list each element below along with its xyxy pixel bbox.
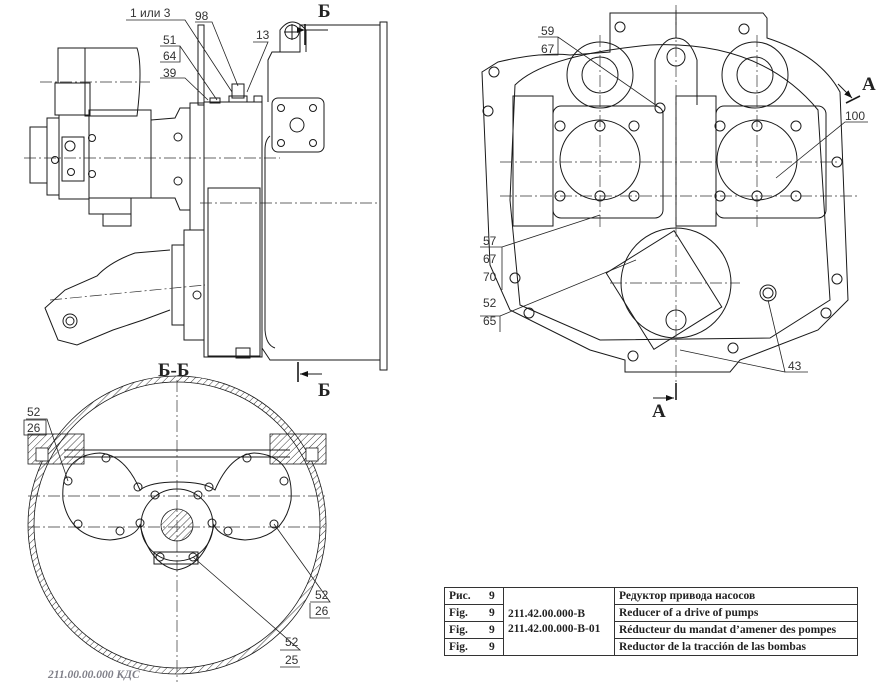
bolt-holes xyxy=(63,453,289,562)
callout-13: 13 xyxy=(256,28,270,42)
section-mark-a-right: А xyxy=(862,74,876,95)
callout-70: 70 xyxy=(483,270,497,284)
legend-fig-number: 9 xyxy=(485,638,504,656)
side-view-callouts: 1 или 3 98 13 51 64 39 Б Б xyxy=(130,1,331,401)
callout-1-or-3: 1 или 3 xyxy=(130,6,171,20)
callout-65: 65 xyxy=(483,314,497,328)
callout-59: 59 xyxy=(541,24,555,38)
figure-legend-table: Рис. 9 211.42.00.000-В 211.42.00.000-В-0… xyxy=(444,587,858,656)
callout-26-right: 26 xyxy=(315,604,329,618)
legend-key: Fig. xyxy=(444,604,485,622)
legend-key: Fig. xyxy=(444,638,485,656)
callout-39: 39 xyxy=(163,66,177,80)
callout-57: 57 xyxy=(483,234,497,248)
callout-100: 100 xyxy=(845,109,865,123)
legend-title: Réducteur du mandat d’amener des pompes xyxy=(614,621,858,639)
legend-fig-number: 9 xyxy=(485,587,504,605)
callout-25-bottom: 25 xyxy=(285,653,299,667)
section-mark-b-top: Б xyxy=(318,1,331,22)
legend-fig-number: 9 xyxy=(485,604,504,622)
callout-26-top-left: 26 xyxy=(27,421,41,435)
callout-52: 52 xyxy=(483,296,497,310)
front-view xyxy=(480,5,868,401)
legend-fig-number: 9 xyxy=(485,621,504,639)
legend-title: Reducer of a drive of pumps xyxy=(614,604,858,622)
callout-43: 43 xyxy=(788,359,802,373)
legend-row: Fig. 9 Reductor de la tracción de las bo… xyxy=(444,638,858,656)
legend-title: Reductor de la tracción de las bombas xyxy=(614,638,858,656)
legend-key: Fig. xyxy=(444,621,485,639)
callout-52-top-left: 52 xyxy=(27,405,41,419)
drawing-number: 211.00.00.000 КДС xyxy=(48,669,140,681)
section-mark-b-bottom: Б xyxy=(318,380,331,401)
callout-51: 51 xyxy=(163,33,177,47)
legend-key: Рис. xyxy=(444,587,485,605)
legend-title: Редуктор привода насосов xyxy=(614,587,858,605)
section-mark-a-bottom: А xyxy=(652,401,666,422)
callout-67-top: 67 xyxy=(541,42,555,56)
legend-codes: 211.42.00.000-В 211.42.00.000-В-01 xyxy=(503,587,615,656)
side-view xyxy=(24,19,388,382)
legend-row: Рис. 9 211.42.00.000-В 211.42.00.000-В-0… xyxy=(444,587,858,656)
callout-98: 98 xyxy=(195,9,209,23)
callout-52-right: 52 xyxy=(315,588,329,602)
front-view-callouts: 59 67 100 57 67 70 52 65 43 А А xyxy=(483,24,876,422)
legend-row: Fig. 9 Reducer of a drive of pumps xyxy=(444,604,858,622)
section-callouts: 52 26 52 26 52 25 xyxy=(27,405,329,667)
legend-code: 211.42.00.000-В-01 xyxy=(508,622,601,635)
legend-row: Fig. 9 Réducteur du mandat d’amener des … xyxy=(444,621,858,639)
section-view-bb: Б-Б xyxy=(23,360,331,682)
callout-67-mid: 67 xyxy=(483,252,497,266)
legend-code: 211.42.00.000-В xyxy=(508,607,585,620)
callout-64: 64 xyxy=(163,49,177,63)
callout-52-bottom: 52 xyxy=(285,635,299,649)
